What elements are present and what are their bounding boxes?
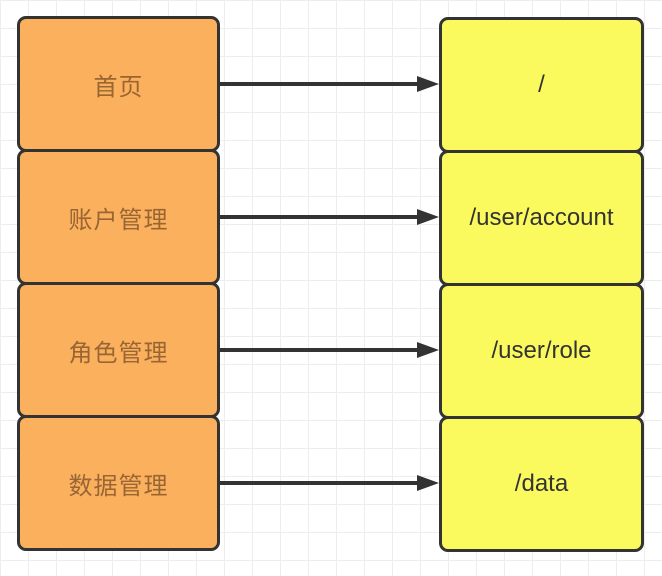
- arrowhead-icon: [417, 342, 439, 358]
- menu-box-data[interactable]: 数据管理: [17, 415, 220, 551]
- arrow-line: [220, 215, 417, 219]
- menu-column: 首页 账户管理 角色管理 数据管理: [17, 16, 220, 551]
- arrowhead-icon: [417, 76, 439, 92]
- arrow-line: [220, 82, 417, 86]
- arrowhead-icon: [417, 475, 439, 491]
- path-box-root-label: /: [538, 71, 545, 98]
- menu-box-account[interactable]: 账户管理: [17, 149, 220, 285]
- path-column: / /user/account /user/role /data: [439, 17, 644, 552]
- arrow-account-to-user-account[interactable]: [220, 208, 439, 226]
- arrow-role-to-user-role[interactable]: [220, 341, 439, 359]
- path-box-data-label: /data: [514, 470, 569, 497]
- menu-box-role-label: 角色管理: [68, 339, 169, 367]
- arrow-line: [220, 348, 417, 352]
- menu-box-account-label: 账户管理: [68, 206, 169, 234]
- arrow-data-to-data[interactable]: [220, 474, 439, 492]
- menu-box-home[interactable]: 首页: [17, 16, 220, 152]
- path-box-user-role[interactable]: /user/role: [439, 283, 644, 419]
- path-box-data[interactable]: /data: [439, 416, 644, 552]
- menu-box-role[interactable]: 角色管理: [17, 282, 220, 418]
- path-box-user-account[interactable]: /user/account: [439, 150, 644, 286]
- menu-box-home-label: 首页: [93, 73, 144, 101]
- path-box-user-role-label: /user/role: [491, 337, 592, 364]
- arrowhead-icon: [417, 209, 439, 225]
- path-box-user-account-label: /user/account: [469, 204, 614, 231]
- path-box-root[interactable]: /: [439, 17, 644, 153]
- arrow-line: [220, 481, 417, 485]
- arrow-home-to-root[interactable]: [220, 75, 439, 93]
- menu-box-data-label: 数据管理: [68, 472, 169, 500]
